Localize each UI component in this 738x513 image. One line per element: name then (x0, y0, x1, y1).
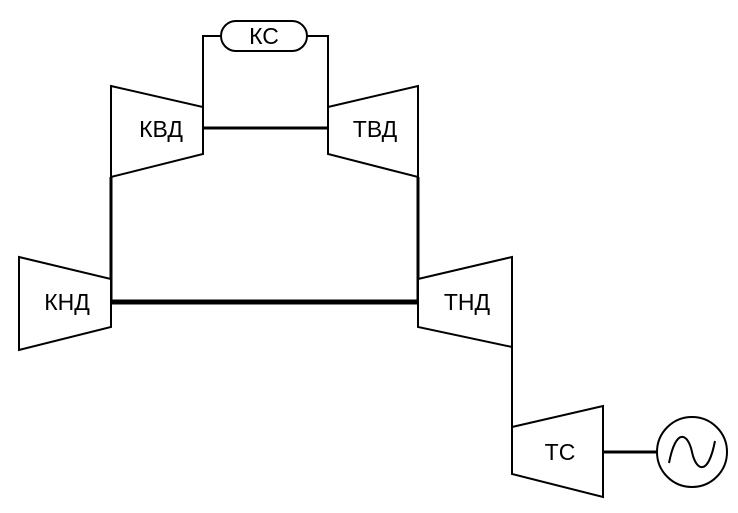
hp-turbine-label: ТВД (353, 116, 398, 142)
hp-compressor-label: КВД (139, 116, 183, 142)
generator-icon (656, 416, 728, 488)
combustor: КС (220, 20, 308, 52)
hp-turbine: ТВД (327, 84, 419, 179)
generator-sine-wave (668, 435, 716, 469)
lp-compressor-label: КНД (44, 289, 90, 315)
power-turbine: ТС (511, 404, 604, 499)
hp-compressor-body (110, 84, 204, 179)
lp-turbine: ТНД (417, 255, 513, 349)
hp-compressor: КВД (110, 84, 204, 179)
hp-turbine-body (327, 84, 419, 179)
lp-turbine-body (417, 255, 513, 349)
line-ks-to-tvd (307, 35, 329, 128)
line-kvd-to-ks (202, 35, 221, 128)
combustor-body (220, 20, 308, 52)
power-turbine-body (511, 404, 604, 499)
combustor-label: КС (249, 23, 279, 49)
lp-compressor-body (18, 255, 112, 352)
lp-turbine-label: ТНД (444, 289, 491, 315)
connections (109, 35, 657, 454)
lp-compressor: КНД (18, 255, 112, 352)
power-turbine-label: ТС (545, 439, 576, 465)
